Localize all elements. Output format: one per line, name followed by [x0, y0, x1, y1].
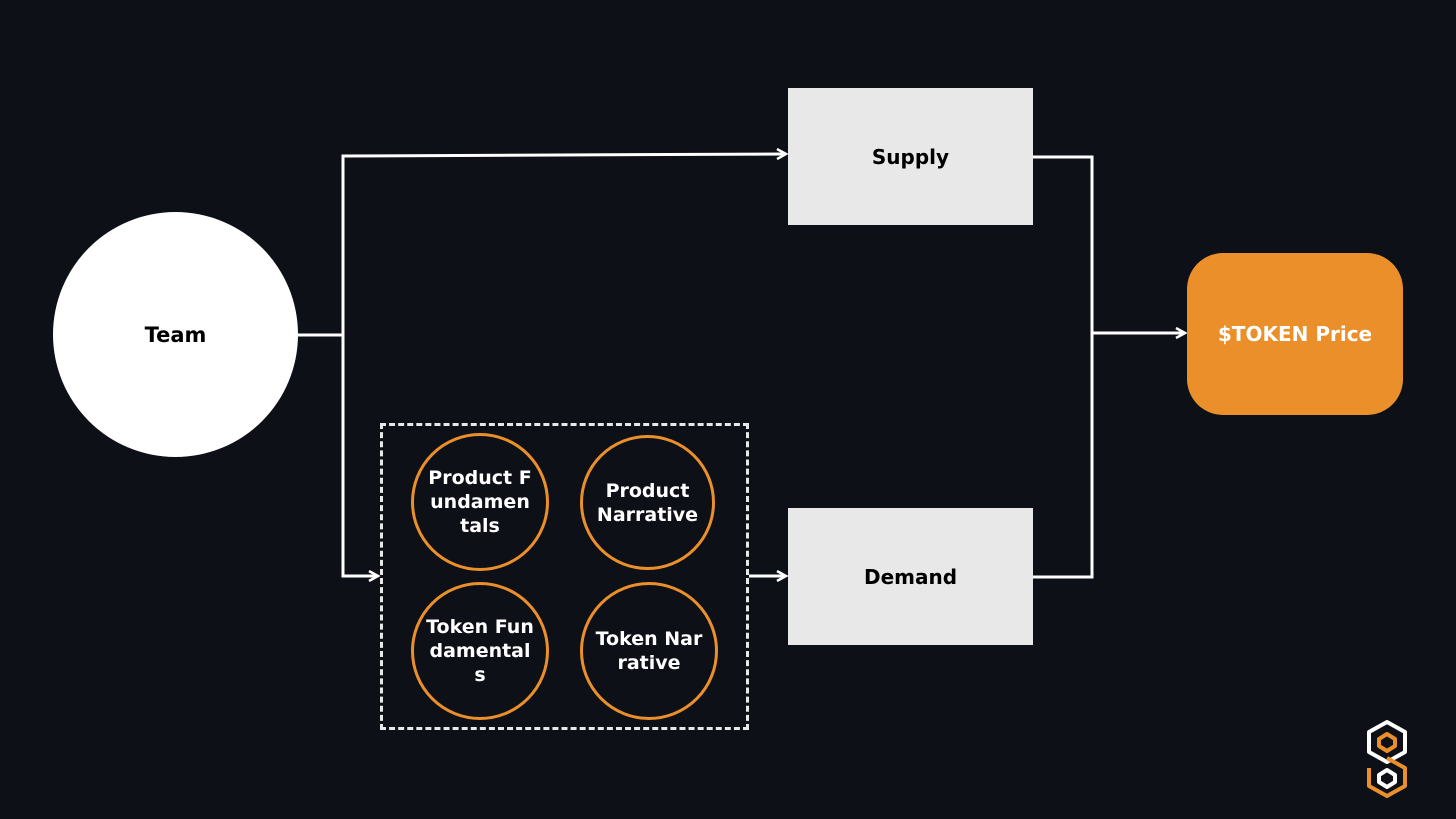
team-to-supply-arrow [341, 154, 786, 335]
token-fundamentals-label: Token Fundamentals [426, 616, 534, 686]
team-to-factors-arrow [341, 335, 378, 576]
token-price-label: $TOKEN Price [1217, 322, 1373, 346]
brand-hexagon-logo-icon [1367, 720, 1407, 798]
team-node: Team [53, 212, 298, 457]
product-fundamentals-circle: Product Fundamentals [411, 433, 549, 571]
product-narrative-label: Product Narrative [596, 479, 699, 526]
token-narrative-circle: Token Narrative [580, 582, 718, 720]
demand-node: Demand [788, 508, 1033, 645]
supply-node: Supply [788, 88, 1033, 225]
supply-to-merge-line [1033, 155, 1094, 333]
token-narrative-label: Token Narrative [595, 628, 703, 674]
product-fundamentals-label: Product Fundamentals [428, 467, 532, 537]
demand-to-merge-line [1033, 333, 1094, 579]
product-narrative-circle: Product Narrative [580, 435, 715, 570]
token-price-node: $TOKEN Price [1187, 253, 1403, 415]
demand-factors-group [380, 423, 749, 730]
demand-label: Demand [863, 564, 958, 589]
team-label: Team [144, 322, 207, 347]
supply-label: Supply [871, 144, 950, 169]
token-fundamentals-circle: Token Fundamentals [411, 582, 549, 720]
